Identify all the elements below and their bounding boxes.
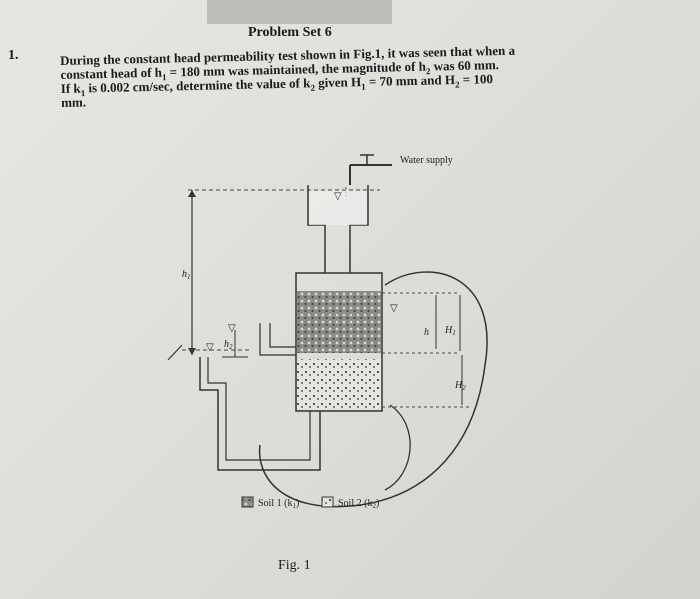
h2-top-marker: ▽ <box>228 323 236 334</box>
arrow-down-icon <box>188 348 196 355</box>
flow-arrow-curve <box>384 404 411 491</box>
legend-text: ) <box>376 498 379 509</box>
legend-soil-1: Soil 1 (k1) <box>258 498 299 510</box>
page-title: Problem Set 6 <box>248 25 332 40</box>
overflow-arrow-icon <box>167 344 183 361</box>
legend-subscript: 1 <box>292 502 296 510</box>
h1-label: h1 <box>182 269 191 281</box>
legend-soil-2: Soil 2 (k2) <box>338 498 379 510</box>
legend-text: Soil 2 (k <box>338 498 372 509</box>
soil-column <box>295 272 383 412</box>
permeability-diagram: Water supply ▽ h1 ▽ ▽ h2 ▽ h <box>167 154 488 510</box>
problem-number: 1. <box>8 48 19 63</box>
h-label: h <box>424 327 429 338</box>
label-text: h <box>182 269 187 280</box>
soil-2-layer <box>297 359 381 409</box>
soil-1-swatch <box>241 496 254 508</box>
figure-caption: Fig. 1 <box>278 558 311 573</box>
label-subscript: 2 <box>462 384 466 392</box>
label-subscript: 1 <box>187 273 191 281</box>
piezometer-tube <box>259 323 296 356</box>
label-subscript: 2 <box>229 343 233 351</box>
text-segment: given H <box>314 74 362 91</box>
legend-text: ) <box>296 498 299 509</box>
problem-statement: During the constant head permeability te… <box>60 42 581 110</box>
H1-label: H1 <box>444 325 456 337</box>
label-text: h <box>224 339 229 350</box>
arrow-up-icon <box>188 190 196 197</box>
label-text: H <box>444 325 453 336</box>
soil-2-swatch <box>321 496 334 508</box>
h2-label: h2 <box>224 339 233 351</box>
outflow-pipe <box>199 357 321 471</box>
legend-subscript: 2 <box>372 502 376 510</box>
soil-1-layer <box>297 291 381 353</box>
water-level-marker: ▽ <box>334 191 342 202</box>
H2-label: H2 <box>454 380 466 392</box>
text-segment: = 100 <box>459 71 494 87</box>
legend-text: Soil 1 (k <box>258 498 292 509</box>
permeability-figure: Water supply ▽ h1 ▽ ▽ h2 ▽ h <box>160 145 500 540</box>
connection-curve <box>258 271 488 508</box>
text-segment: = 70 mm and H <box>365 72 456 90</box>
tape-strip <box>207 0 392 24</box>
water-supply-label: Water supply <box>400 155 453 166</box>
right-water-marker: ▽ <box>390 303 398 314</box>
label-subscript: 1 <box>452 329 456 337</box>
label-text: H <box>454 380 463 391</box>
tailwater-marker: ▽ <box>206 342 214 353</box>
